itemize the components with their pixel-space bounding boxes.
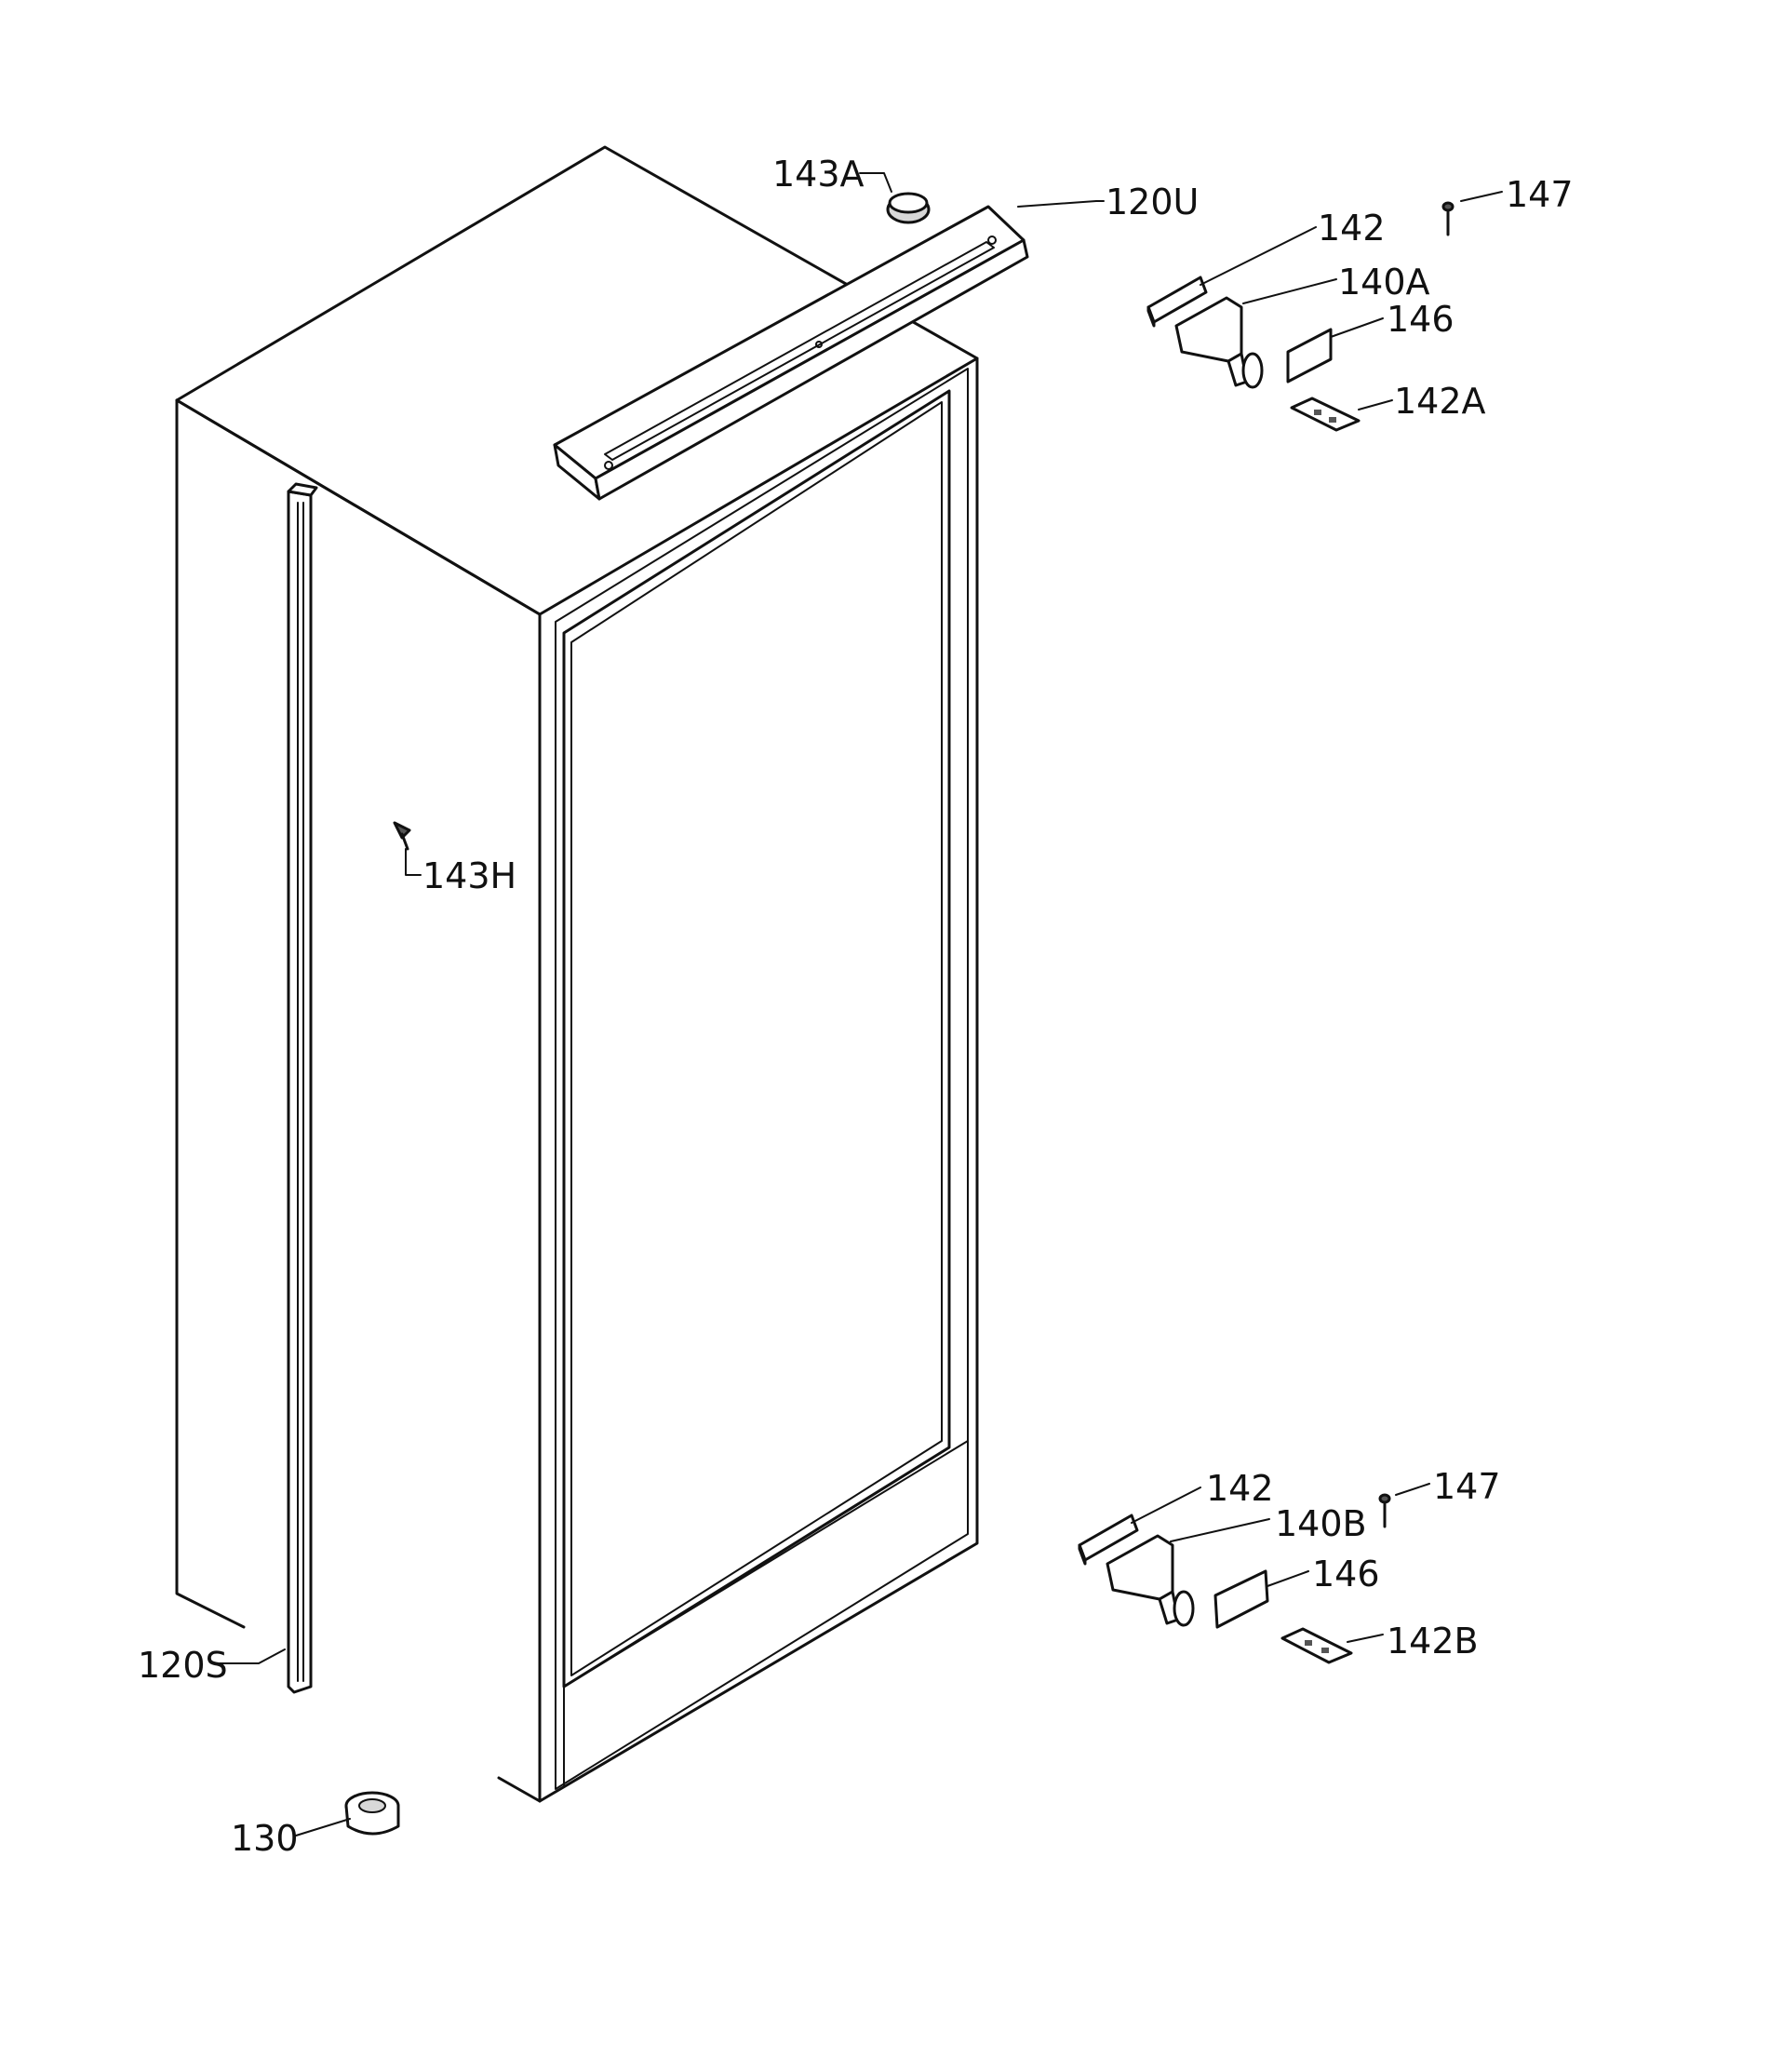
spacer-142-lower [1078, 1514, 1139, 1566]
spacer-142-upper [1146, 276, 1208, 328]
part-labels: 143A 120U 147 142 140A 146 142A 143H 142… [138, 154, 1574, 1859]
label-143A: 143A [772, 154, 865, 195]
label-142A: 142A [1394, 381, 1486, 422]
screw-143H [393, 821, 411, 851]
plate-146-upper [1286, 328, 1333, 383]
top-rail-120U [553, 205, 1029, 501]
lower-hinge-set [1078, 1493, 1391, 1664]
label-140A: 140A [1338, 262, 1430, 303]
label-142B: 142B [1387, 1621, 1479, 1662]
part-143A-stop [886, 192, 931, 224]
label-146-lower: 146 [1312, 1554, 1380, 1594]
label-142-upper: 142 [1318, 208, 1386, 249]
label-147-upper: 147 [1506, 174, 1574, 215]
hinge-140B [1106, 1534, 1195, 1627]
label-143H: 143H [422, 855, 516, 896]
label-120S: 120S [138, 1645, 228, 1686]
label-146-upper: 146 [1387, 299, 1455, 340]
label-120U: 120U [1106, 182, 1199, 222]
label-130: 130 [231, 1818, 299, 1859]
label-142-lower: 142 [1206, 1468, 1274, 1509]
leader-lines [219, 172, 1503, 1837]
hinge-140A [1174, 296, 1264, 389]
upper-hinge-set [1146, 201, 1455, 432]
side-trim-120S [287, 482, 318, 1694]
label-140B: 140B [1275, 1503, 1367, 1544]
leveling-foot-130 [344, 1791, 400, 1836]
refrigerator-cabinet [175, 145, 979, 1803]
screw-147-lower [1378, 1493, 1391, 1528]
bracket-142A [1290, 397, 1361, 432]
bracket-142B [1280, 1627, 1353, 1664]
label-147-lower: 147 [1433, 1466, 1501, 1507]
plate-146-lower [1213, 1569, 1269, 1629]
screw-147-upper [1441, 201, 1455, 236]
